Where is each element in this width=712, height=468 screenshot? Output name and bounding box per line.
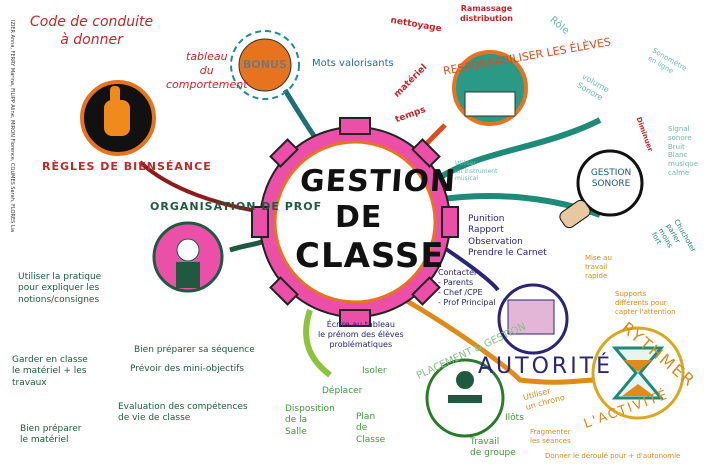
organisation-item-sequence: Bien préparer sa séquence bbox=[134, 345, 255, 355]
branch-placement bbox=[303, 309, 332, 378]
organisation-item-pratique: Utiliser la pratique pour expliquer les … bbox=[18, 272, 102, 305]
regles-item-tableau: tableau du comportement bbox=[166, 50, 248, 91]
branch-sonore-1 bbox=[434, 117, 602, 183]
bonus-item: Mots valorisants bbox=[312, 58, 394, 69]
responsabiliser-item-ramassage: Ramassage distribution bbox=[460, 4, 513, 23]
sonore-item-instrument: Utiliser un instrument musical bbox=[455, 160, 498, 182]
organisation-item-garder: Garder en classe le matériel + les trava… bbox=[12, 355, 88, 388]
center-title-line2: DE bbox=[335, 200, 383, 235]
rythmer-item-fragmenter: Fragmenter les séances bbox=[530, 428, 571, 445]
placement-item-deplacer: Déplacer bbox=[322, 386, 363, 396]
rythmer-item-supports: Supports différents pour capter l'attent… bbox=[615, 290, 676, 316]
rythmer-item-mise: Mise au travail rapide bbox=[585, 254, 612, 280]
center-title-line3: CLASSE bbox=[295, 236, 445, 276]
autorite-item-punition: Punition Rapport Observation Prendre le … bbox=[468, 214, 547, 258]
sonore-title: GESTION SONORE bbox=[590, 168, 632, 190]
sonore-item-signal: Signal sonore Bruit Blanc musique calme bbox=[668, 125, 699, 177]
magnifier-icon bbox=[576, 149, 644, 217]
bonus-badge-icon bbox=[230, 30, 300, 100]
rythmer-item-deroule: Donner le déroulé pour + d'autonomie bbox=[545, 452, 681, 460]
regles-item-code: Code de conduite à donner bbox=[30, 14, 154, 48]
placement-item-isoler: Isoler bbox=[362, 366, 387, 376]
placement-item-travail: Travail de groupe bbox=[470, 437, 516, 459]
bonus-title: BONUS bbox=[243, 58, 287, 71]
placement-item-ilots: Ilôts bbox=[505, 413, 524, 423]
center-gear bbox=[251, 117, 459, 327]
branch-rythmer bbox=[403, 297, 596, 385]
center-title-line1: GESTION bbox=[298, 164, 458, 199]
organisation-item-evaluation: Evaluation des compétences de vie de cla… bbox=[118, 402, 248, 424]
branch-autorite bbox=[438, 243, 500, 292]
regles-title: RÈGLES DE BIENSÉANCE bbox=[42, 160, 212, 173]
organisation-item-objectifs: Prévoir des mini-objectifs bbox=[130, 364, 244, 374]
placement-item-disposition: Disposition de la Salle bbox=[285, 404, 335, 437]
autorite-title: AUTORITÉ bbox=[478, 354, 614, 379]
autorite-item-contacter: Contacter - Parents - Chef /CPE - Prof P… bbox=[438, 268, 496, 307]
placement-item-plan: Plan de Classe bbox=[356, 412, 386, 445]
organisation-item-materiel: Bien préparer le matériel bbox=[20, 424, 82, 446]
autorite-item-ecrire: Écrire au tableau le prénom des élèves p… bbox=[318, 320, 404, 349]
authors-credit: IZIER Anna, FERRY Marina, FILIPP Aline, … bbox=[9, 20, 15, 233]
branch-regles bbox=[138, 160, 263, 214]
organisation-title: ORGANISATION DE PROF bbox=[150, 200, 323, 213]
